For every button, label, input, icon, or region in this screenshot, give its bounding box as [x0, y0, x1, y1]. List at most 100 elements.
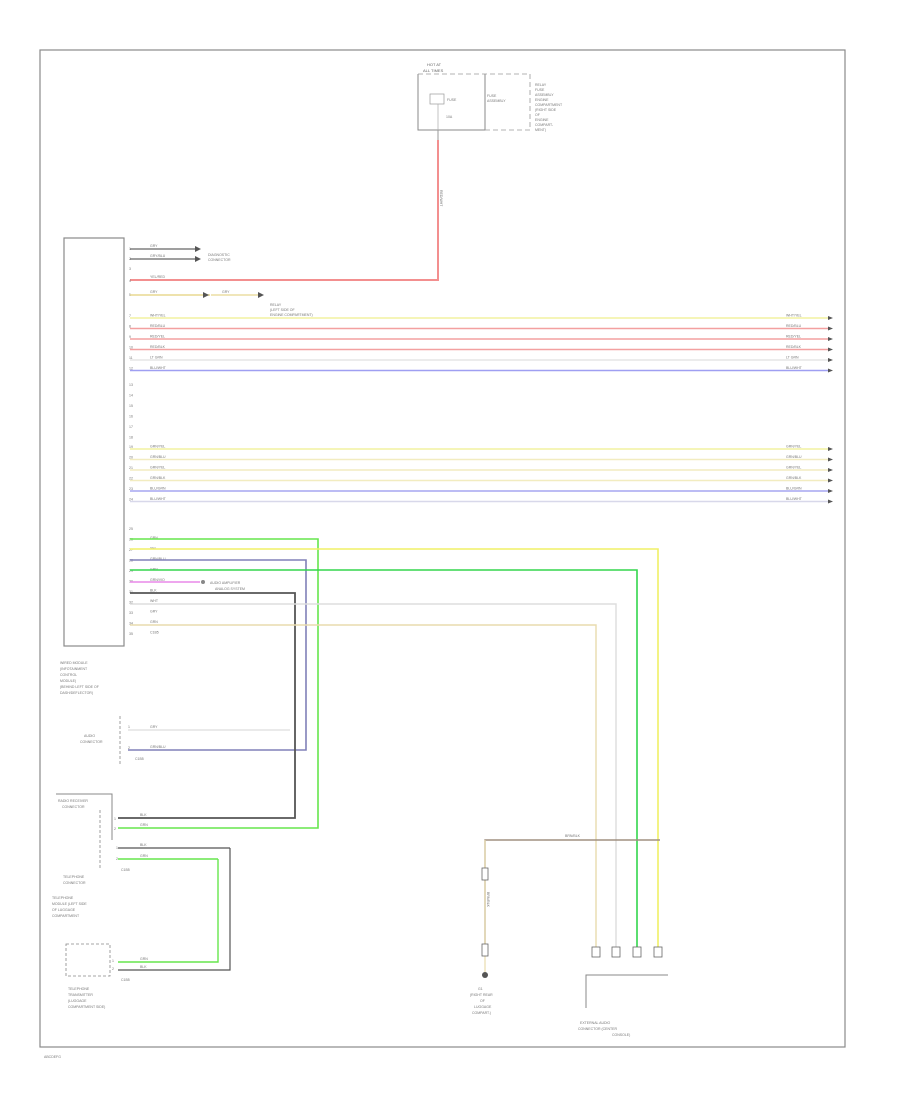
wire-color-label: RED/BLU: [150, 324, 166, 328]
external-audio-connector: EXTERNAL AUDIO CONNECTOR (CENTER CONSOLE…: [578, 946, 668, 1037]
pin-number: 18: [129, 436, 133, 440]
svg-text:1: 1: [114, 817, 116, 821]
pin-number: 11: [129, 356, 133, 360]
diagram-frame: [39, 49, 846, 1048]
svg-text:GRY: GRY: [150, 244, 158, 248]
connector-dot-icon: [201, 580, 205, 584]
fuse-rating: 10A: [446, 115, 453, 119]
svg-text:G1: G1: [478, 987, 483, 991]
arrow-icon: [828, 358, 833, 362]
wire-color-label: GRN/BLK: [150, 476, 166, 480]
svg-text:CONNECTOR: CONNECTOR: [62, 805, 85, 809]
wire-color-label: GRN/YEL: [786, 445, 801, 449]
svg-text:2: 2: [114, 827, 116, 831]
svg-text:EXTERNAL AUDIO: EXTERNAL AUDIO: [580, 1021, 610, 1025]
pin-number: 13: [129, 383, 133, 387]
pin-number: 34: [129, 622, 133, 626]
pin-number: 22: [129, 477, 133, 481]
svg-text:3: 3: [129, 267, 131, 271]
pin-number: 10: [129, 346, 133, 350]
pin-number: 24: [129, 498, 133, 502]
svg-text:2: 2: [112, 967, 114, 971]
arrow-icon: [828, 478, 833, 483]
svg-text:1: 1: [128, 725, 130, 729]
svg-text:COMPARTMENT: COMPARTMENT: [535, 103, 563, 107]
svg-text:ENGINE COMPARTMENT): ENGINE COMPARTMENT): [270, 313, 313, 317]
svg-text:BLK: BLK: [140, 813, 147, 817]
svg-text:YEL/RED: YEL/RED: [150, 275, 165, 279]
svg-text:GRN/BLU: GRN/BLU: [150, 745, 166, 749]
svg-text:(LEFT SIDE OF: (LEFT SIDE OF: [270, 308, 295, 312]
fuse-title-1: HOT AT: [427, 62, 442, 67]
bus-wire: 22 GRN/BLK GRN/BLK: [129, 476, 833, 483]
radio-receiver-module: RADIO RECEIVER CONNECTOR 1 BLK 2 GRN: [56, 793, 148, 870]
svg-text:GRY/BLU: GRY/BLU: [150, 254, 166, 258]
svg-text:BRN/BLK: BRN/BLK: [565, 834, 581, 838]
pin-number: 25: [129, 527, 133, 531]
wire-color-label: RED/BLK: [150, 345, 166, 349]
svg-text:GRY: GRY: [150, 290, 158, 294]
wire-color-label: GRN/YEL: [150, 466, 165, 470]
svg-text:RELAY: RELAY: [535, 83, 547, 87]
arrow-icon: [828, 347, 833, 352]
relay-assembly-label: RELAY FUSE ASSEMBLY ENGINE COMPARTMENT (…: [535, 83, 563, 132]
svg-text:BLK: BLK: [140, 843, 147, 847]
arrow-icon: [828, 489, 833, 493]
arrow-icon: [195, 246, 201, 252]
svg-text:COMPART-: COMPART-: [535, 123, 554, 127]
pin-number: 9: [129, 335, 131, 339]
svg-text:(LUGGAGE: (LUGGAGE: [68, 999, 87, 1003]
bus-wire: 9 RED/YEL RED/YEL: [129, 335, 833, 341]
svg-text:RADIO RECEIVER: RADIO RECEIVER: [58, 799, 88, 803]
wire-color-label: BLU/WHT: [786, 497, 803, 501]
wire-color-label: RED/YEL: [150, 335, 165, 339]
svg-text:CONNECTOR: CONNECTOR: [208, 258, 231, 262]
wire-color-label: RED/BLU: [786, 324, 802, 328]
pin-number: 14: [129, 394, 133, 398]
svg-text:GRN: GRN: [140, 823, 148, 827]
wire-color-label: WHT/YEL: [786, 314, 802, 318]
arrow-icon: [828, 368, 833, 373]
pin-number: 8: [129, 325, 131, 329]
arrow-icon: [828, 468, 833, 472]
svg-text:C1B5: C1B5: [121, 868, 130, 872]
wire-color-label: GRN/BLU: [150, 455, 166, 459]
svg-text:COMPART.): COMPART.): [472, 1011, 491, 1015]
svg-text:CONNECTOR: CONNECTOR: [80, 740, 103, 744]
svg-text:MENT): MENT): [535, 128, 546, 132]
arrow-icon: [828, 337, 833, 341]
svg-text:OF LUGGAGE: OF LUGGAGE: [52, 908, 76, 912]
pin-number: 35: [129, 632, 133, 636]
svg-text:GRY: GRY: [150, 725, 158, 729]
fuse-feed-wire: RED/WHT: [130, 130, 443, 281]
pin-number: 32: [129, 601, 133, 605]
svg-text:COMPARTMENT SIDE): COMPARTMENT SIDE): [68, 1005, 105, 1009]
svg-text:1: 1: [112, 959, 114, 963]
svg-text:ENGINE: ENGINE: [535, 98, 549, 102]
wire-color-label: RED/YEL: [786, 335, 801, 339]
module-label-2: (INFOTAINMENT: [60, 667, 88, 671]
svg-text:GRN: GRN: [140, 957, 148, 961]
wire-color-label: GRN: [150, 536, 158, 540]
pin-number: 16: [129, 415, 133, 419]
svg-text:COMPARTMENT: COMPARTMENT: [52, 914, 80, 918]
svg-text:MODULE (LEFT SIDE: MODULE (LEFT SIDE: [52, 902, 87, 906]
wire-color-label: BLU/WHT: [150, 497, 167, 501]
fuse-side-label-2: ASSEMBLY: [487, 99, 506, 103]
svg-text:LUGGAGE: LUGGAGE: [474, 1005, 492, 1009]
svg-text:FUSE: FUSE: [535, 88, 545, 92]
wire-color-label: GRN/BLK: [786, 476, 802, 480]
svg-text:2: 2: [128, 746, 130, 750]
svg-text:OF: OF: [535, 113, 540, 117]
svg-text:AUDIO: AUDIO: [84, 734, 95, 738]
module-label-4: MODULE): [60, 679, 76, 683]
wire-color-label: WHT: [150, 599, 159, 603]
svg-text:1: 1: [116, 846, 118, 850]
pin-number: 27: [129, 548, 133, 552]
wire-color-label: C1B5: [150, 631, 159, 635]
